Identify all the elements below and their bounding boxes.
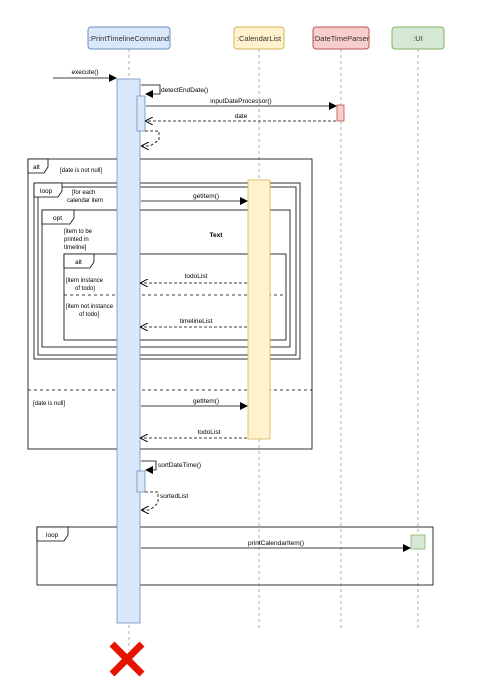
fragment-loop-bottom-operator: loop bbox=[46, 532, 59, 539]
activation-ptc-sort bbox=[136, 470, 146, 493]
fragment-alt-outer-operator: alt bbox=[33, 164, 40, 171]
fragment-opt-note: Text bbox=[210, 232, 224, 239]
message-input-date-processor-label: inputDateProcessor() bbox=[210, 98, 271, 105]
activation-date-time-parser bbox=[336, 104, 345, 122]
fragment-alt-inner-guard-2-line2: of todo] bbox=[79, 312, 99, 318]
message-sorted-list: sortedList bbox=[142, 491, 188, 510]
lifeline-date-time-parser[interactable]: :DateTimeParser bbox=[312, 26, 370, 50]
message-print-calendar-item-label: printCalendarItem() bbox=[248, 540, 304, 547]
lifeline-print-timeline-command[interactable]: :PrintTimelineCommand bbox=[87, 26, 171, 50]
message-todo-list-2: todoList bbox=[141, 429, 247, 438]
lifeline-ui[interactable]: :UI bbox=[391, 26, 445, 50]
message-execute-label: execute() bbox=[71, 69, 98, 76]
fragment-loop-bottom: loop bbox=[36, 526, 434, 586]
fragment-loop-inner-guard-line2: calendar item bbox=[67, 198, 103, 204]
message-todo-list-1-label: todoList bbox=[185, 273, 208, 280]
activation-ptc-detect bbox=[136, 95, 146, 132]
message-timeline-list: timelineList bbox=[141, 318, 247, 327]
fragment-opt-operator: opt bbox=[53, 215, 62, 222]
fragment-alt-outer-guard-2: [date is null] bbox=[33, 401, 65, 407]
message-detect-return bbox=[142, 130, 160, 146]
lifeline-label-calendar-list: :CalendarList bbox=[237, 34, 282, 43]
fragment-opt-guard-line1: [item to be bbox=[64, 229, 93, 235]
message-date-return: date bbox=[146, 113, 336, 121]
fragment-alt-inner-guard-1-line1: [item instance bbox=[66, 278, 104, 284]
fragment-loop-inner-guard-line1: [for each bbox=[72, 190, 95, 196]
message-sort-date-time-label: sortDateTime() bbox=[158, 462, 201, 469]
activation-ui bbox=[410, 534, 426, 550]
destroy-x-icon bbox=[109, 641, 145, 677]
fragment-alt-inner-guard-1-line2: of todo) bbox=[75, 286, 95, 292]
fragment-loop-inner: loop [for each calendar item bbox=[33, 182, 301, 360]
fragment-alt-inner-operator: alt bbox=[75, 259, 82, 266]
message-todo-list-1: todoList bbox=[141, 273, 247, 283]
message-print-calendar-item: printCalendarItem() bbox=[141, 540, 411, 552]
fragment-opt-guard-line3: timeline] bbox=[64, 245, 87, 251]
message-todo-list-2-label: todoList bbox=[198, 429, 221, 436]
message-timeline-list-label: timelineList bbox=[180, 318, 213, 325]
fragment-alt-outer-guard-1: [date is not null] bbox=[60, 168, 102, 174]
message-sort-date-time: sortDateTime() bbox=[141, 460, 201, 474]
lifeline-calendar-list[interactable]: :CalendarList bbox=[233, 26, 285, 50]
message-execute: execute() bbox=[53, 69, 117, 82]
lifeline-label-ptc: :PrintTimelineCommand bbox=[89, 34, 169, 43]
message-get-item-1: getItem() bbox=[141, 193, 248, 205]
fragment-loop-inner-operator: loop bbox=[40, 188, 53, 195]
lifeline-label-ui: :UI bbox=[413, 34, 423, 43]
message-sorted-list-label: sortedList bbox=[160, 493, 188, 500]
message-get-item-1-label: getItem() bbox=[193, 193, 219, 200]
message-get-item-2-label: getItem() bbox=[193, 398, 219, 405]
message-detect-end-date-label: detectEndDate() bbox=[161, 87, 208, 94]
lifeline-label-date-time-parser: :DateTimeParser bbox=[313, 34, 370, 43]
fragment-opt-guard-line2: printed in bbox=[64, 237, 89, 243]
fragment-opt: opt [item to be printed in timeline] Tex… bbox=[41, 209, 291, 348]
message-get-item-2: getItem() bbox=[141, 398, 248, 410]
message-input-date-processor: inputDateProcessor() bbox=[146, 98, 337, 110]
message-date-return-label: date bbox=[235, 113, 248, 120]
message-detect-end-date: detectEndDate() bbox=[141, 84, 208, 98]
fragment-alt-inner-guard-2-line1: [item not instance bbox=[66, 304, 114, 310]
fragment-alt-inner: alt [item instance of todo) [item not in… bbox=[63, 253, 287, 341]
activation-ptc-main bbox=[116, 78, 141, 624]
activation-calendar-list bbox=[247, 179, 271, 440]
